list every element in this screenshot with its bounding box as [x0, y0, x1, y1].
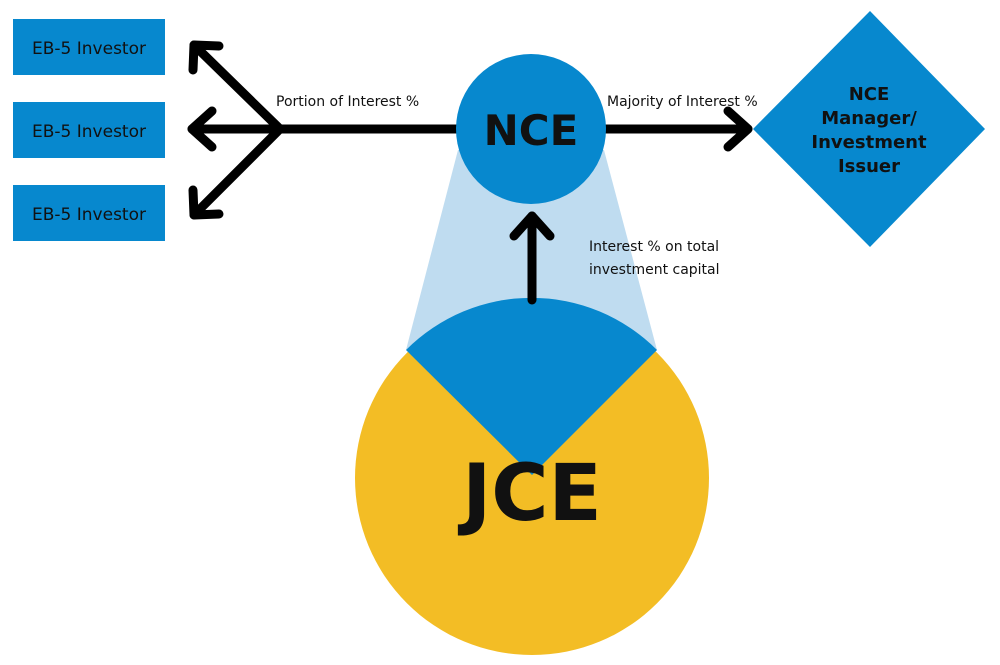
manager-label-line: Investment [811, 132, 927, 153]
investor-label: EB-5 Investor [32, 205, 146, 225]
jce-wedge [406, 297, 657, 475]
edge-label-majority: Majority of Interest % [607, 94, 758, 110]
investor-box [13, 102, 165, 158]
investor-label: EB-5 Investor [32, 122, 146, 142]
jce-label: JCE [457, 449, 602, 539]
edge-label-interest-line1: Interest % on total [589, 239, 719, 255]
arrow-nce-to-manager [599, 106, 753, 152]
manager-label-line: Issuer [838, 156, 900, 177]
investor-box [13, 19, 165, 75]
arrow-jce-to-nce [509, 211, 555, 305]
edge-label-portion: Portion of Interest % [276, 94, 419, 110]
manager-diamond [753, 11, 985, 247]
investor-label: EB-5 Investor [32, 39, 146, 59]
manager-label-line: NCE [849, 84, 890, 105]
manager-label-line: Manager/ [821, 108, 917, 129]
arrow-nce-to-investors [187, 40, 463, 220]
nce-label: NCE [484, 106, 579, 155]
nce-circle [456, 54, 606, 204]
jce-circle [355, 301, 709, 655]
edge-label-interest-line2: investment capital [589, 262, 720, 278]
investor-box [13, 185, 165, 241]
